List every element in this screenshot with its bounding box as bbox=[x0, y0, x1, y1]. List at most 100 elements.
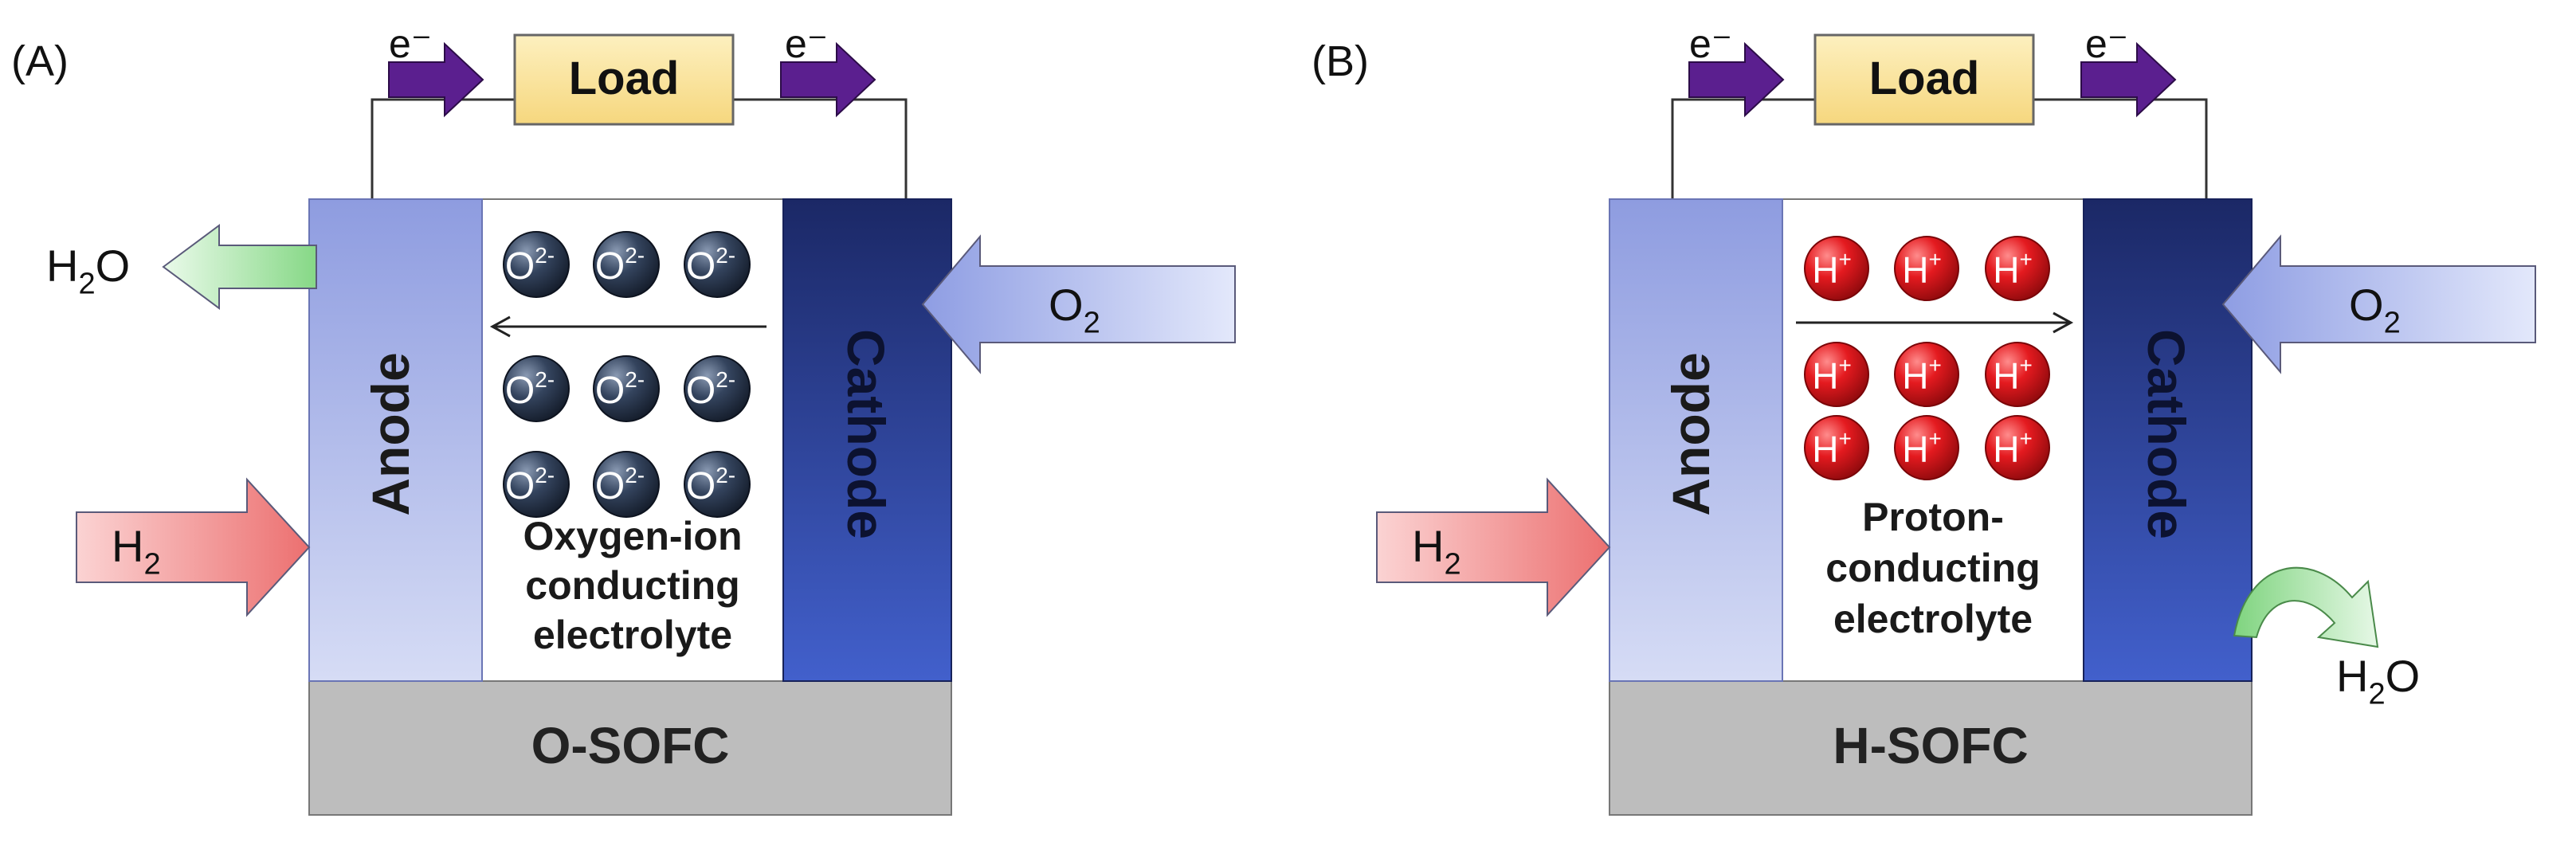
ion-label-base: H bbox=[1902, 355, 1928, 397]
ion-label-base: H bbox=[1993, 355, 2019, 397]
ion: H+ bbox=[1804, 342, 1869, 407]
ion-label-base: O bbox=[595, 245, 625, 288]
ion-label-base: H bbox=[1902, 429, 1928, 470]
ion-label-base: O bbox=[686, 245, 716, 288]
fuel-label-sub: 2 bbox=[1444, 548, 1461, 582]
ion-label-base: H bbox=[1812, 355, 1838, 397]
oxidant-label: O2 bbox=[2349, 280, 2401, 340]
ion-label-charge: + bbox=[2019, 247, 2032, 272]
fuel-label-base: H bbox=[112, 521, 143, 571]
oxidant-label: O2 bbox=[1049, 280, 1100, 340]
panel-label: (A) bbox=[11, 37, 69, 85]
load-label: Load bbox=[569, 53, 680, 104]
ion-sphere bbox=[503, 355, 570, 422]
load-box bbox=[513, 33, 735, 126]
ion-flow-head bbox=[489, 315, 511, 338]
ion-sphere bbox=[593, 451, 660, 518]
ion-label: O2- bbox=[686, 243, 735, 288]
ion: H+ bbox=[1985, 415, 2050, 480]
ion-label: H+ bbox=[1812, 353, 1852, 397]
electrolyte-label-line: Proton- bbox=[1862, 495, 2004, 539]
cell-name: O-SOFC bbox=[531, 717, 730, 774]
ion-label-base: H bbox=[1812, 249, 1838, 291]
electron-arrow-right bbox=[780, 41, 876, 118]
fuel-label: H2 bbox=[112, 521, 161, 582]
ion-label-charge: + bbox=[2019, 426, 2032, 451]
ion: H+ bbox=[1804, 415, 1869, 480]
load-label: Load bbox=[1869, 53, 1980, 104]
cell-base bbox=[308, 680, 952, 816]
ion-label-base: H bbox=[1993, 429, 2019, 470]
ion: O2- bbox=[684, 451, 751, 518]
ion-label: O2- bbox=[686, 367, 735, 412]
ion-label: H+ bbox=[1812, 247, 1852, 291]
electron-label-left: e⁻ bbox=[389, 22, 432, 66]
ion-label: O2- bbox=[595, 367, 645, 412]
oxidant-arrow bbox=[921, 234, 1236, 374]
ion-label-charge: 2- bbox=[535, 243, 555, 268]
cathode-label: Cathode bbox=[837, 329, 896, 539]
water-label-sub: 2 bbox=[78, 268, 95, 301]
anode bbox=[308, 198, 483, 682]
ion-label: O2- bbox=[505, 463, 555, 507]
cathode bbox=[782, 198, 952, 682]
ion-sphere bbox=[1804, 236, 1869, 301]
fuel-label-base: H bbox=[1412, 521, 1444, 571]
ion-label-base: O bbox=[505, 465, 535, 507]
water-label-tail: O bbox=[2386, 651, 2421, 701]
ion: O2- bbox=[593, 451, 660, 518]
ion-sphere bbox=[1894, 342, 1959, 407]
ion-sphere bbox=[593, 231, 660, 298]
anode bbox=[1609, 198, 1783, 682]
ion: O2- bbox=[593, 231, 660, 298]
ion: O2- bbox=[684, 355, 751, 422]
ion-label: H+ bbox=[1902, 247, 1942, 291]
cathode-label: Cathode bbox=[2137, 329, 2196, 539]
oxidant-label-base: O bbox=[1049, 280, 1084, 330]
water-label: H2O bbox=[2336, 651, 2420, 711]
ion-sphere bbox=[503, 451, 570, 518]
ion-sphere bbox=[684, 355, 751, 422]
electrolyte-label-line: electrolyte bbox=[533, 613, 732, 657]
fuel-label-sub: 2 bbox=[143, 548, 160, 582]
ion-label-charge: + bbox=[1838, 353, 1851, 378]
ion-label-base: H bbox=[1812, 429, 1838, 470]
oxidant-label-base: O bbox=[2349, 280, 2384, 330]
ion-sphere bbox=[684, 451, 751, 518]
ion-label-charge: + bbox=[2019, 353, 2032, 378]
electron-arrow-left bbox=[388, 41, 484, 118]
oxidant-arrow bbox=[2221, 234, 2536, 374]
ion-label-charge: 2- bbox=[716, 243, 735, 268]
ion-label: O2- bbox=[505, 367, 555, 412]
ion-label-charge: 2- bbox=[716, 367, 735, 392]
ion-sphere bbox=[1804, 342, 1869, 407]
ion-label: O2- bbox=[595, 463, 645, 507]
electrolyte-label-line: conducting bbox=[525, 563, 739, 608]
electrolyte-label-line: electrolyte bbox=[1833, 597, 2033, 641]
ion-sphere bbox=[503, 231, 570, 298]
ion-label-charge: + bbox=[1928, 426, 1941, 451]
water-label-tail: O bbox=[96, 241, 131, 291]
ion-label-charge: + bbox=[1928, 353, 1941, 378]
oxidant-label-sub: 2 bbox=[1084, 307, 1100, 340]
electrolyte-label-line: Oxygen-ion bbox=[523, 514, 742, 558]
ion: H+ bbox=[1894, 415, 1959, 480]
ion-label: H+ bbox=[1902, 353, 1942, 397]
cell-name: H-SOFC bbox=[1833, 717, 2028, 774]
fuel-arrow bbox=[76, 477, 311, 617]
ion-label-charge: 2- bbox=[625, 463, 645, 488]
ion-sphere bbox=[1894, 236, 1959, 301]
ion-label-charge: 2- bbox=[535, 463, 555, 488]
electron-arrow-left bbox=[1688, 41, 1785, 118]
cell-base bbox=[1609, 680, 2253, 816]
ion: O2- bbox=[684, 231, 751, 298]
ion-label-base: O bbox=[686, 465, 716, 507]
ion-label-charge: 2- bbox=[535, 367, 555, 392]
ion-sphere bbox=[684, 231, 751, 298]
ion-label: H+ bbox=[1993, 426, 2033, 470]
anode-label: Anode bbox=[361, 352, 420, 515]
ion: H+ bbox=[1985, 236, 2050, 301]
ion: O2- bbox=[593, 355, 660, 422]
